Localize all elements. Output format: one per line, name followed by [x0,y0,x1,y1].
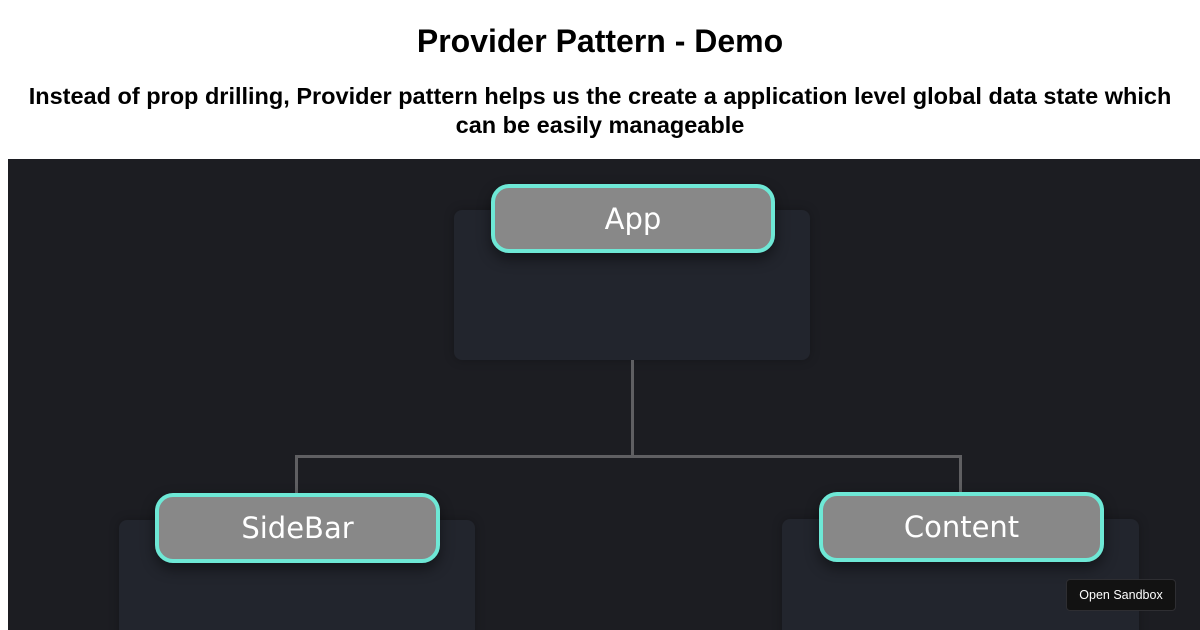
app-connector-vertical [631,360,634,457]
content-node-label: Content [819,492,1104,562]
open-sandbox-button[interactable]: Open Sandbox [1066,579,1176,611]
content-connector-vertical [959,455,962,497]
app-node-label: App [491,184,775,253]
page-title: Provider Pattern - Demo [416,23,784,59]
sandbox-embed-frame: App SideBar Content Open Sandbox [8,159,1200,630]
sidebar-node-label: SideBar [155,493,440,563]
page-subtitle: Instead of prop drilling, Provider patte… [28,83,1172,138]
tree-connector-horizontal [295,455,962,458]
sidebar-connector-vertical [295,455,298,497]
